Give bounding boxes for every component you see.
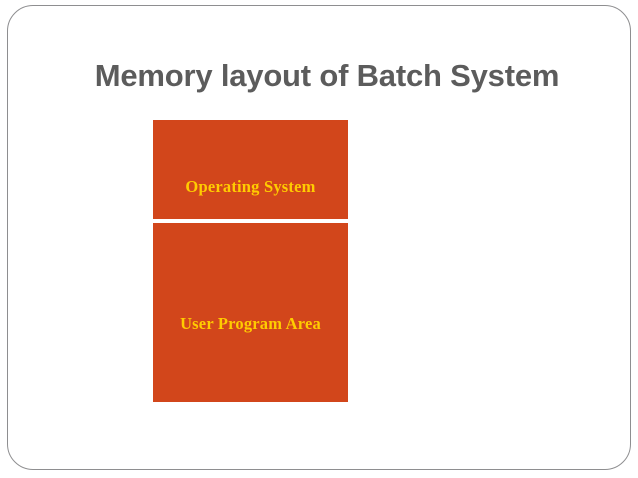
memory-region-label-operating-system: Operating System [185, 176, 316, 196]
memory-region-operating-system: Operating System [153, 120, 348, 219]
memory-layout-diagram: Operating System User Program Area [153, 120, 348, 402]
memory-region-divider [153, 219, 348, 223]
memory-region-user-program-area: User Program Area [153, 223, 348, 402]
page-title: Memory layout of Batch System [94, 58, 560, 93]
slide-frame: Memory layout of Batch System Operating … [7, 5, 631, 470]
memory-region-label-user-program-area: User Program Area [180, 313, 321, 333]
